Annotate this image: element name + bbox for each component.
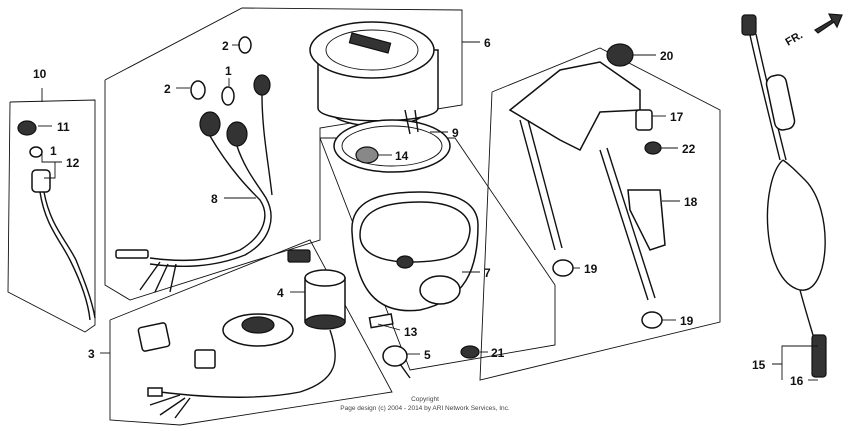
callout-10: 10: [33, 67, 47, 81]
leader-lines: [38, 41, 818, 381]
callout-13: 13: [404, 325, 418, 339]
callout-22: 22: [682, 142, 696, 156]
callout-19a: 19: [584, 262, 598, 276]
nut-21: [460, 345, 480, 359]
callout-4: 4: [277, 286, 284, 300]
callout-15: 15: [752, 358, 766, 372]
callout-6: 6: [484, 36, 491, 50]
meter-face: [309, 21, 435, 79]
bracket-assembly: [508, 43, 666, 329]
callout-3: 3: [88, 347, 95, 361]
connector-cap: [137, 322, 171, 352]
grommet-19a: [552, 259, 574, 277]
bulb-2-left: [190, 80, 206, 100]
callout-21: 21: [491, 346, 505, 360]
cable-assembly-15: [741, 14, 827, 378]
callout-1a: 1: [50, 144, 57, 158]
grommet-22: [644, 141, 662, 155]
socket-right: [253, 74, 271, 96]
copyright-line1: Copyright: [411, 396, 439, 403]
meter-assembly-6: [309, 21, 451, 173]
bulbs-and-harness: [115, 36, 273, 293]
key-5: [382, 345, 408, 367]
socket-left: [199, 111, 221, 137]
frame-bracket: [479, 47, 721, 381]
copyright-line2: Page design (c) 2004 - 2014 by ARI Netwo…: [340, 405, 510, 412]
small-connector: [194, 349, 216, 369]
socket-12: [31, 169, 51, 193]
copyright: Copyright Page design (c) 2004 - 2014 by…: [340, 396, 510, 412]
label-13: [368, 313, 394, 329]
direction-indicator: FR.: [784, 13, 843, 49]
callout-7: 7: [484, 266, 491, 280]
callout-2b: 2: [164, 82, 171, 96]
bulb-1-mid: [221, 86, 235, 106]
callout-5: 5: [424, 348, 431, 362]
callout-11: 11: [57, 120, 70, 134]
gasket-9: [333, 119, 451, 173]
forward-arrow-icon: [814, 13, 843, 34]
callout-19b: 19: [680, 314, 694, 328]
callout-2a: 2: [222, 39, 229, 53]
cable-top-nut: [741, 14, 757, 36]
callout-1b: 1: [225, 64, 232, 78]
grommet-14: [355, 146, 379, 164]
meter-bracket: [508, 61, 641, 151]
frame-upper: [104, 7, 463, 301]
socket-wire: [39, 191, 91, 321]
socket-center: [226, 121, 248, 147]
harness-8: [149, 135, 266, 262]
meter-cover-7: [351, 191, 479, 329]
callout-14: 14: [395, 149, 409, 163]
frame-10: [7, 99, 96, 333]
callout-12: 12: [66, 156, 80, 170]
cable-bottom-end: [811, 334, 827, 378]
grommet-20: [606, 43, 634, 67]
collar-17: [635, 109, 653, 131]
cover-hole: [419, 275, 461, 305]
ignition-wire: [159, 329, 336, 398]
callout-17: 17: [670, 110, 684, 124]
callout-18: 18: [684, 195, 698, 209]
callout-9: 9: [452, 126, 459, 140]
meter-needle: [348, 32, 392, 54]
bulb-cap-11: [17, 120, 37, 136]
cable-boot: [765, 74, 796, 131]
harness-connector: [115, 249, 149, 259]
ignition-assembly: [137, 249, 480, 419]
callout-8: 8: [211, 192, 218, 206]
stay-18: [627, 189, 666, 251]
grommet-19b: [641, 311, 663, 329]
callout-numbers: 10 11 1 12 2 2 1 6 9 14 8 7 4 13 5 21 3 …: [33, 36, 804, 388]
frame-3: [109, 239, 393, 426]
callout-20: 20: [660, 49, 674, 63]
socket-assembly-10: [17, 120, 96, 321]
direction-label: FR.: [784, 29, 805, 48]
key-top: [287, 249, 311, 263]
callout-16: 16: [790, 374, 804, 388]
bulb-2-top: [238, 36, 252, 54]
bulb-1-left: [29, 146, 43, 158]
cable-loop: [766, 159, 826, 291]
